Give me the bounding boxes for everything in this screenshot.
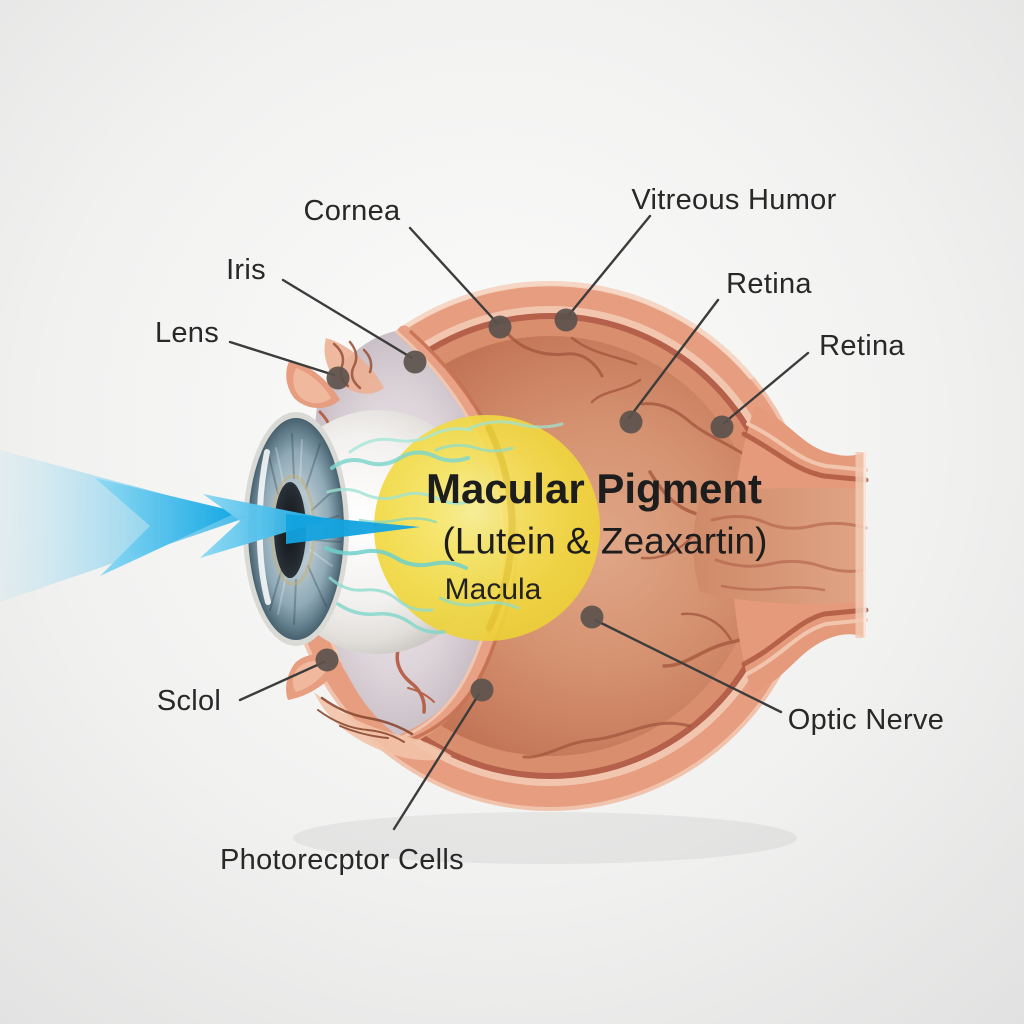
label-sclera: Sclol	[156, 685, 222, 718]
label-lens: Lens	[154, 317, 220, 350]
leader-lines	[228, 214, 810, 831]
lutein-zeaxanthin-subtitle: (Lutein & Zeaxartin)	[442, 520, 768, 562]
label-vitreous-humor: Vitreous Humor	[631, 184, 837, 217]
label-retina-lower: Retina	[819, 330, 905, 363]
label-optic-nerve: Optic Nerve	[787, 704, 945, 737]
label-iris: Iris	[226, 254, 266, 287]
nerve-fibers	[324, 420, 564, 635]
marker-dots	[315, 308, 734, 702]
label-photoreceptor-cells: Photorecptor Cells	[220, 844, 464, 877]
light-beam	[0, 450, 420, 602]
eyeball-shadow	[293, 812, 797, 864]
light-beam-glow	[0, 450, 248, 602]
ciliary-body-lower	[314, 692, 452, 761]
light-beam-focus	[286, 514, 420, 544]
sclera-lip-upper	[286, 360, 340, 409]
optic-nerve-stalk	[693, 406, 869, 694]
macula-highlight	[374, 415, 600, 641]
macular-pigment-title: Macular Pigment	[425, 465, 763, 512]
label-cornea: Cornea	[303, 195, 401, 228]
label-retina-upper: Retina	[726, 268, 812, 301]
macula-caption: Macula	[444, 573, 542, 606]
